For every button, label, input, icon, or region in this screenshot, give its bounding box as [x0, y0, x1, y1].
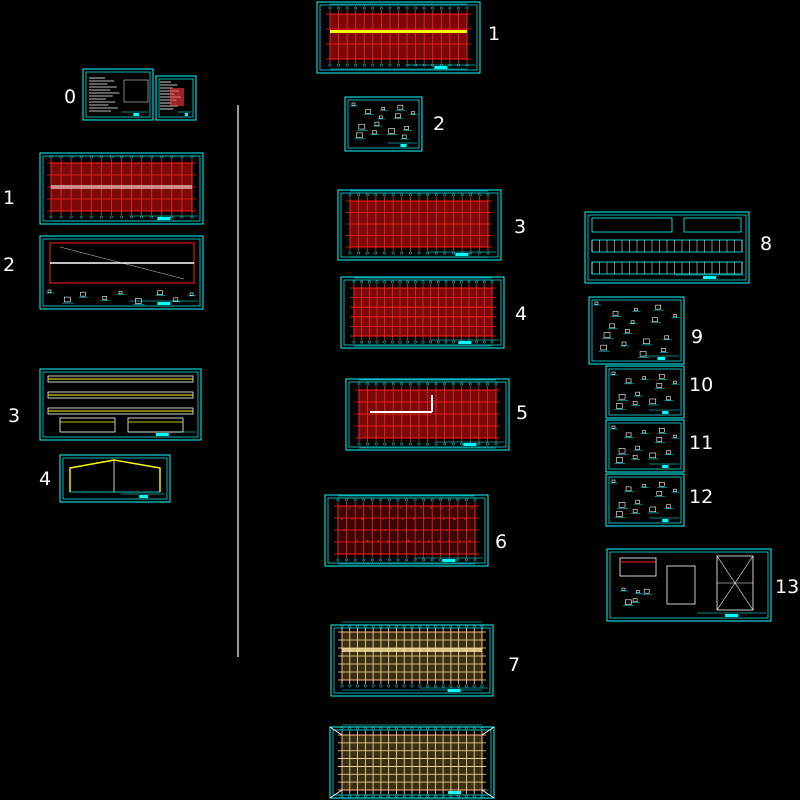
sheet-0-cover-notes [82, 68, 154, 121]
sheet-s11-details [605, 419, 685, 473]
sheet-s3-column-plan [337, 189, 502, 261]
sheet-number-label: 7 [508, 654, 521, 676]
sheet-number-label: 3 [514, 216, 527, 238]
sheet-s6-purlin-plan [324, 494, 489, 567]
sheet-s7-roof-framing [330, 621, 494, 697]
sheet-2-roof-plan [39, 235, 204, 310]
sheet-s2-foundation-details [344, 96, 423, 152]
sheet-number-label: 2 [433, 113, 446, 135]
sheet-number-label: 4 [515, 303, 528, 325]
sheet-s8-elevations [584, 211, 750, 284]
sheet-number-label: 13 [775, 576, 800, 598]
sheet-s10-details [605, 365, 685, 419]
sheet-number-label: 5 [516, 402, 529, 424]
sheet-s12-details [605, 473, 685, 527]
sheet-number-label: 4 [39, 468, 52, 490]
sheet-s4-beam-plan [340, 276, 505, 349]
sheet-number-label: 1 [488, 23, 501, 45]
sheet-number-label: 2 [3, 254, 16, 276]
sheet-0-cover-drawing-list [155, 75, 197, 121]
sheet-3-elevations [39, 368, 202, 441]
sheet-s-roof-bracing [329, 724, 495, 800]
sheet-number-label: 3 [8, 405, 21, 427]
sheet-number-label: 10 [689, 374, 714, 396]
sheet-number-label: 1 [3, 187, 16, 209]
sheet-s13-bracing-details [606, 548, 772, 622]
sheet-number-label: 8 [760, 233, 773, 255]
sheet-number-label: 12 [689, 486, 714, 508]
sheet-number-label: 0 [64, 86, 77, 108]
sheet-s5-framing-plan [345, 378, 510, 451]
sheet-4-cross-section [59, 454, 171, 503]
sheet-s9-connection-details [588, 296, 685, 365]
sheet-number-label: 9 [691, 326, 704, 348]
sheet-s1-foundation-plan [316, 1, 481, 74]
sheet-number-label: 11 [689, 432, 714, 454]
sheet-1-floor-plan [39, 152, 204, 225]
sheet-number-label: 6 [495, 531, 508, 553]
